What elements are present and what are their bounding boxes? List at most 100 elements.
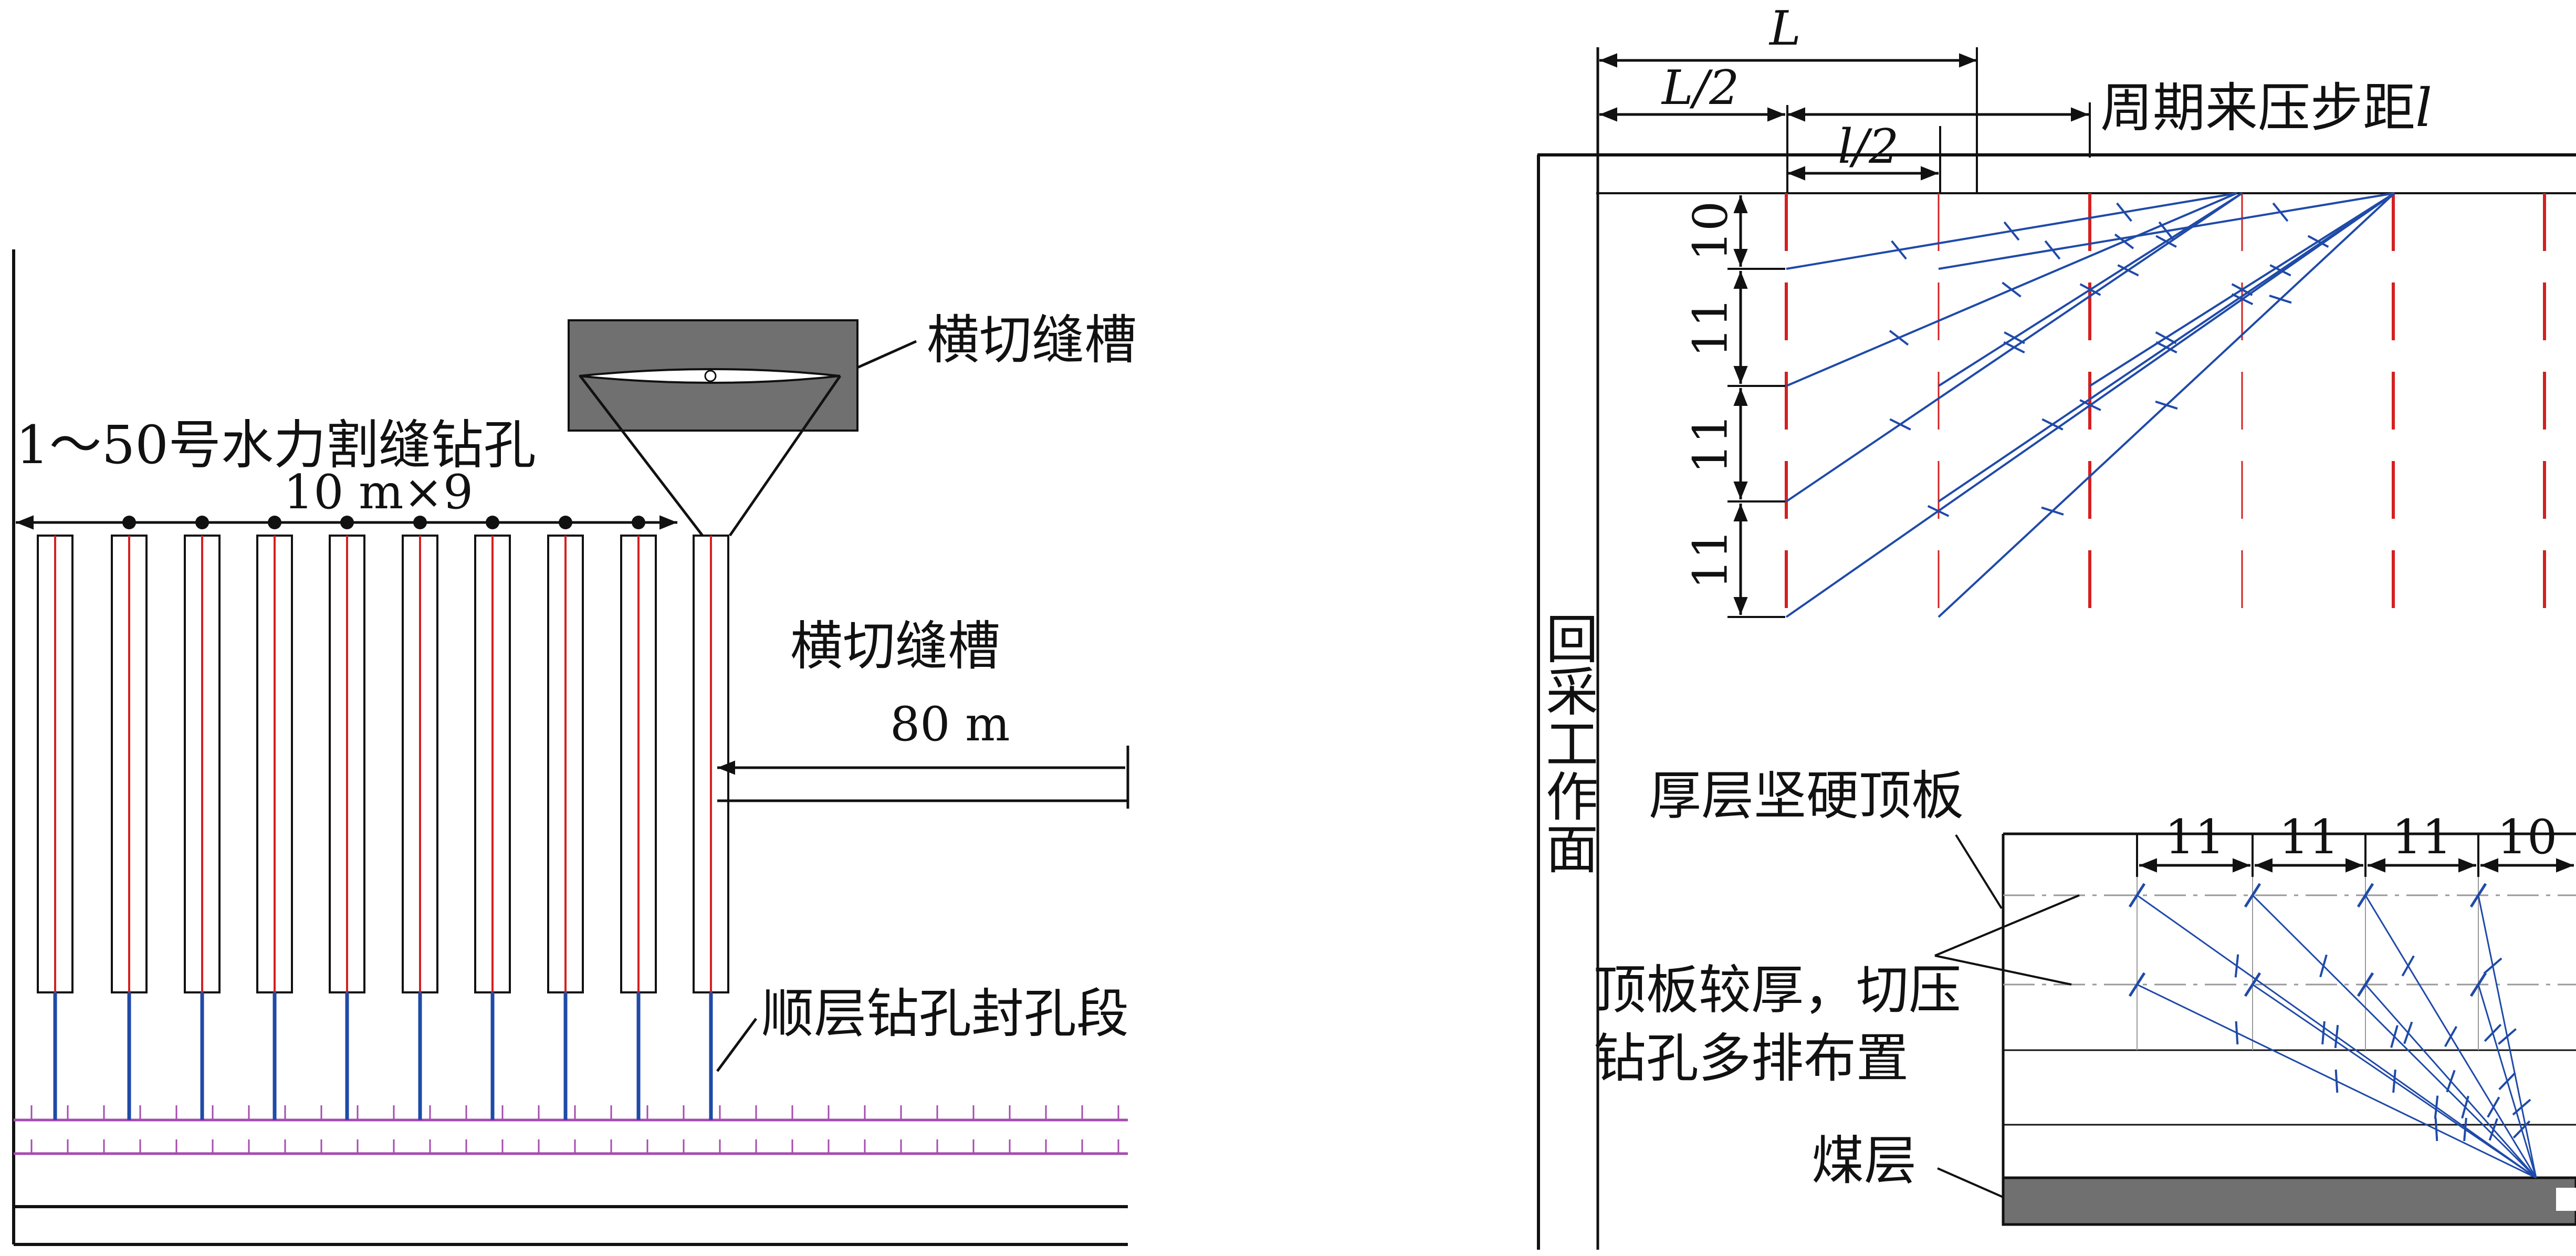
box-leader-line <box>856 340 917 369</box>
label-seal-section: 顺层钻孔封孔段 <box>761 983 1129 1044</box>
blue-borehole-top-tick <box>2155 341 2177 354</box>
blue-borehole-top-tick <box>1927 505 1950 517</box>
vertical-dim-label-1: 10 <box>1683 201 1738 261</box>
blue-borehole-bottom-tick <box>2484 1023 2502 1042</box>
blue-borehole-top-tick <box>2155 331 2177 344</box>
label-distance: 80 m <box>890 697 1010 752</box>
blue-borehole-bottom-tick <box>2498 1072 2516 1091</box>
blue-borehole-top-tick <box>2231 293 2254 306</box>
spacing-dot-6 <box>486 516 499 529</box>
grid-verticals <box>2137 851 2479 1050</box>
blue-borehole-top-tick <box>2307 235 2329 248</box>
slot-center-mark <box>704 370 717 382</box>
label-multi-row-line1: 顶板较厚，切压 <box>1594 959 1961 1021</box>
blue-borehole-bottom-tick <box>2487 1096 2500 1118</box>
blue-borehole-top-tick <box>2155 235 2177 248</box>
blue-borehole-bottom-tick <box>2390 1025 2399 1048</box>
blue-borehole-top-tick <box>2003 341 2025 354</box>
blue-borehole-top-tick <box>2041 506 2064 516</box>
blue-borehole-collar-4 <box>2244 972 2261 997</box>
coal-seam <box>2002 1176 2576 1226</box>
blue-borehole-bottom-tick <box>2483 957 2502 975</box>
funnel-line-right <box>728 375 842 537</box>
label-multi-row-line2: 钻孔多排布置 <box>1594 1028 1909 1089</box>
vertical-dim-label-4: 11 <box>1683 529 1738 590</box>
blue-borehole-bottom-tick <box>2334 1024 2339 1049</box>
blue-borehole-bottom-tick <box>2512 1120 2531 1139</box>
label-cross-cut-slot-top: 横切缝槽 <box>927 309 1137 371</box>
blue-borehole-top-tick <box>1889 418 1911 431</box>
spacing-dot-2 <box>195 516 209 529</box>
blue-borehole-bottom-tick <box>2446 1070 2456 1093</box>
label-l-half: l/2 <box>1838 119 1899 174</box>
blue-borehole-top-tick <box>2158 221 2175 241</box>
blue-borehole-top-tick <box>2114 233 2134 249</box>
blue-borehole-top-tick <box>2003 221 2020 241</box>
spacing-dot-7 <box>559 516 572 529</box>
spacing-dot-1 <box>122 516 136 529</box>
seal-ticks <box>30 1105 1119 1154</box>
coal-leader-line <box>1937 1167 2004 1198</box>
label-period-text: 周期来压步距 <box>2100 77 2415 139</box>
horizontal-dim-label-4: 10 <box>2497 810 2558 865</box>
horizontal-dim-label-3: 11 <box>2392 810 2452 865</box>
label-coal-seam: 煤层 <box>1811 1130 1917 1191</box>
spacing-dot-4 <box>340 516 354 529</box>
blue-borehole-bottom-tick <box>2392 1069 2396 1093</box>
blue-borehole-collar-3 <box>2244 883 2261 908</box>
blue-borehole-top-tick <box>2155 400 2178 410</box>
vertical-dim-label-2: 11 <box>1683 297 1738 358</box>
multi-leader-lower <box>1934 955 2072 986</box>
label-period-step: 周期来压步距l <box>2100 77 2432 139</box>
blue-borehole-top-tick <box>2079 283 2101 296</box>
funnel-line-left <box>579 375 704 537</box>
label-L-half: L/2 <box>1661 60 1739 116</box>
blue-borehole-collar-7 <box>2469 883 2487 908</box>
blue-borehole-bottom-tick <box>2498 1028 2517 1045</box>
blue-borehole-bottom-tick <box>2334 1069 2339 1093</box>
spacing-dot-5 <box>413 516 427 529</box>
left-panel: 横切缝槽 1～50号水力割缝钻孔 10 m×9 横切缝槽 80 m 顺层钻孔封孔… <box>12 249 1137 1246</box>
blue-borehole-bottom-tick <box>2234 954 2239 978</box>
spacing-dot-8 <box>632 516 645 529</box>
blue-borehole-collar-1 <box>2128 883 2146 908</box>
blue-borehole-top-tick <box>2002 281 2022 298</box>
blue-borehole-collar-8 <box>2469 972 2487 997</box>
roadway-notch <box>2556 1188 2576 1211</box>
label-hydraulic-holes: 1～50号水力割缝钻孔 <box>16 414 536 476</box>
blue-borehole-top-tick <box>2116 202 2132 222</box>
label-L: L <box>1768 1 1801 56</box>
multi-leader-upper <box>1934 894 2080 957</box>
blue-borehole-bottom-tick <box>2488 1118 2498 1141</box>
blue-borehole-top-tick <box>2272 202 2289 222</box>
label-hole-spacing: 10 m×9 <box>284 465 473 520</box>
vertical-dimensions: 10 11 11 11 <box>1683 195 1785 618</box>
blue-borehole-top-tick <box>2079 399 2101 411</box>
blue-borehole-bottom-tick <box>2444 1025 2458 1048</box>
label-cross-cut-slot: 横切缝槽 <box>790 615 1000 677</box>
vertical-dim-label-3: 11 <box>1683 414 1738 474</box>
blue-borehole-bottom-tick <box>2434 1095 2439 1119</box>
spacing-dot-3 <box>268 516 281 529</box>
horizontal-dimensions: 11 11 11 10 <box>2136 810 2574 877</box>
blue-borehole-bottom-tick <box>2235 1021 2239 1045</box>
blue-borehole-top-tick <box>2269 295 2292 304</box>
horizontal-dim-label-2: 11 <box>2279 810 2339 865</box>
blue-borehole-bottom-tick <box>2434 1117 2438 1142</box>
label-thick-hard-roof: 厚层坚硬顶板 <box>1649 765 1964 826</box>
horizontal-dim-label-1: 11 <box>2165 810 2225 865</box>
roof-leader-line <box>1955 834 2003 909</box>
blue-borehole-bottom-tick <box>2463 1117 2467 1142</box>
blue-borehole-collar-6 <box>2357 972 2374 997</box>
spacing-dots <box>122 516 645 529</box>
label-working-face: 回采工作面 <box>1537 612 1598 874</box>
blue-boreholes-top <box>1785 192 2395 618</box>
blue-borehole-bottom-tick <box>2319 954 2328 978</box>
blue-borehole-top-tick <box>2269 264 2291 277</box>
blue-boreholes-bottom <box>2128 883 2537 1179</box>
blue-borehole-top-tick <box>2041 418 2064 431</box>
blue-borehole-collar-2 <box>2128 972 2146 997</box>
